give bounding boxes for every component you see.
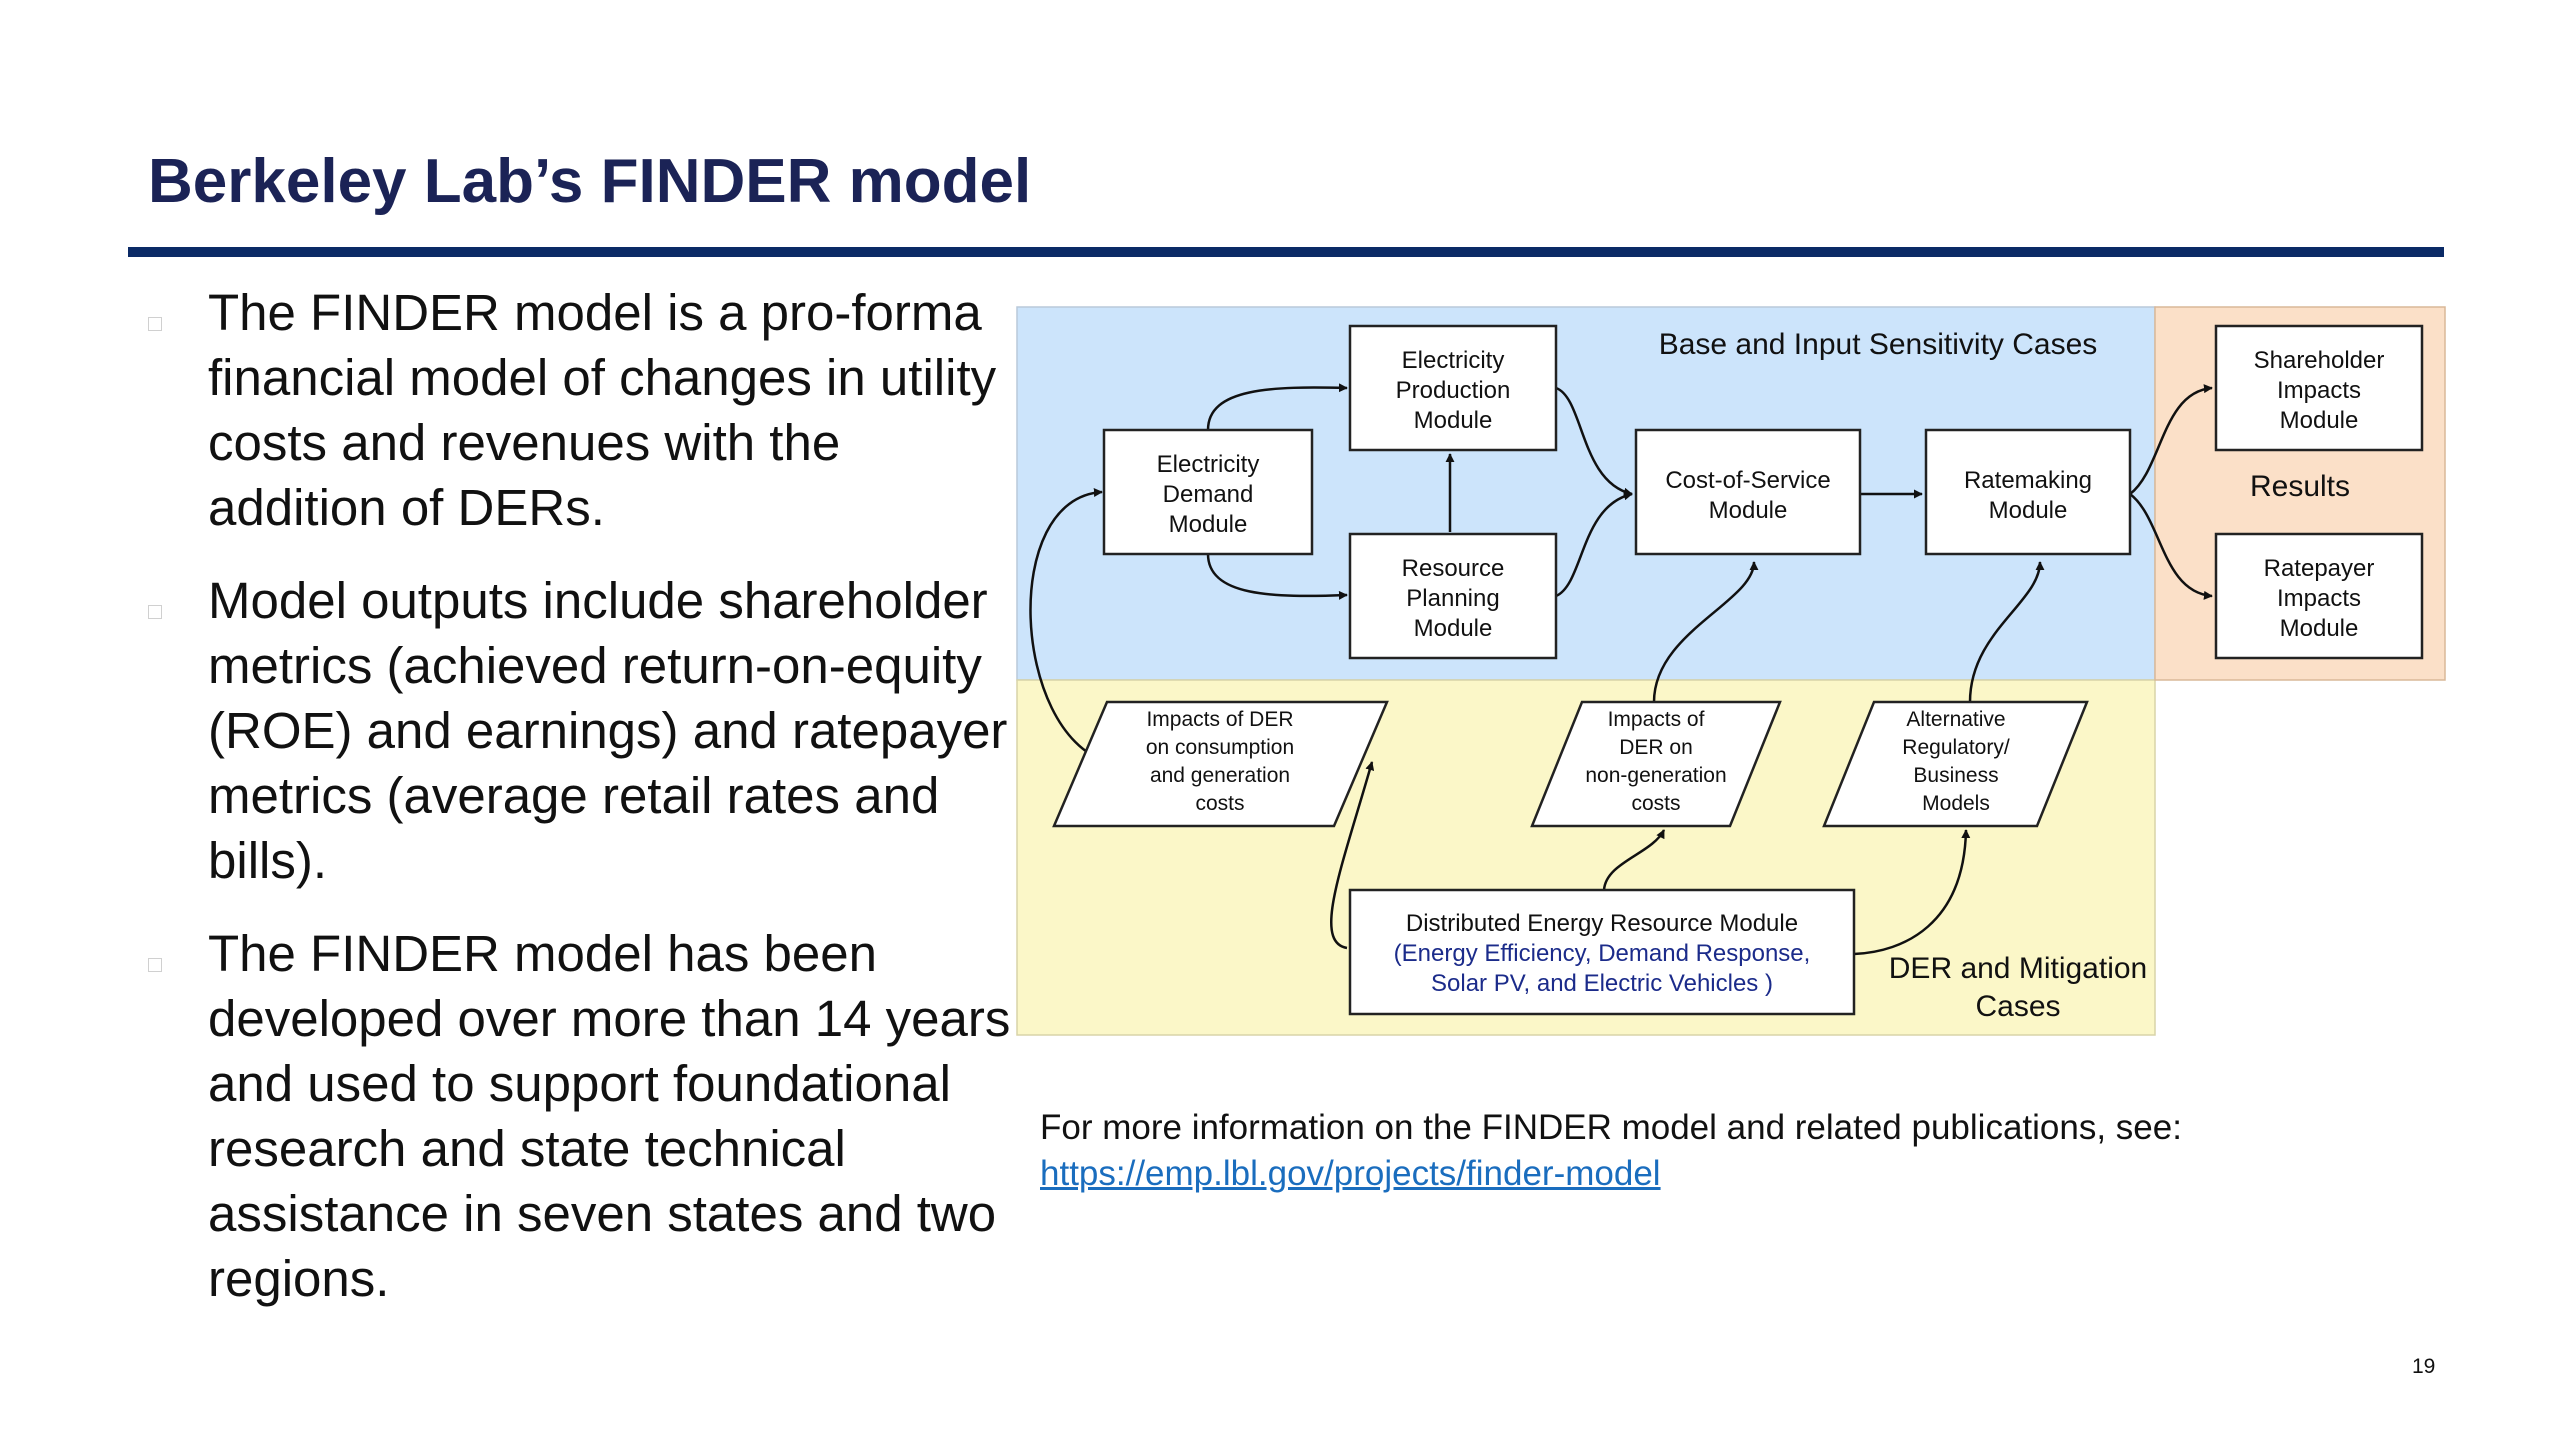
box-label: costs: [1195, 792, 1244, 815]
arrow-demand-production: [1206, 383, 1348, 431]
bullet-list: The FINDER model is a pro-forma financia…: [148, 280, 1018, 1339]
box-label: Impacts of: [1608, 708, 1705, 731]
title-divider: [128, 247, 2444, 257]
arrow-alt-ratemaking: [1968, 561, 2045, 703]
distributed-energy-resource-module: Distributed Energy Resource Module (Ener…: [1348, 888, 1856, 1016]
bullet-marker-icon: [148, 317, 162, 331]
box-label: Impacts: [2277, 585, 2361, 612]
box-label: Impacts of DER: [1146, 708, 1293, 731]
electricity-production-module: Electricity Production Module: [1348, 324, 1558, 452]
box-label: Impacts: [2277, 377, 2361, 404]
finder-model-link[interactable]: https://emp.lbl.gov/projects/finder-mode…: [1040, 1154, 1661, 1193]
box-label: Electricity: [1157, 451, 1260, 478]
bullet-item: Model outputs include shareholder metric…: [148, 568, 1018, 893]
arrow-der-nongen: [1602, 829, 1666, 891]
footnote: For more information on the FINDER model…: [1040, 1105, 2182, 1197]
der-cases-label-line2: Cases: [1975, 990, 2060, 1023]
shareholder-impacts-module: Shareholder Impacts Module: [2214, 324, 2424, 452]
impacts-consumption-input: Impacts of DER on consumption and genera…: [1052, 700, 1389, 828]
bullet-marker-icon: [148, 958, 162, 972]
box-label: costs: [1631, 792, 1680, 815]
arrow-ratemaking-ratepayer: [2129, 493, 2213, 600]
finder-flow-diagram: Base and Input Sensitivity Cases Results…: [1016, 306, 2446, 1036]
box-label: Module: [1709, 497, 1788, 524]
cost-of-service-module: Cost-of-Service Module: [1634, 428, 1862, 556]
bullet-item: The FINDER model has been developed over…: [148, 921, 1018, 1311]
box-label: Models: [1922, 792, 1990, 815]
arrow-consumption-demand: [1029, 488, 1108, 764]
box-label: DER on: [1619, 736, 1693, 759]
box-label: and generation: [1150, 764, 1290, 787]
box-label: (Energy Efficiency, Demand Response,: [1394, 940, 1811, 967]
bullet-text: Model outputs include shareholder metric…: [208, 572, 1008, 889]
slide-title: Berkeley Lab’s FINDER model: [148, 147, 1032, 216]
base-cases-label: Base and Input Sensitivity Cases: [1659, 328, 2098, 361]
box-label: Demand: [1163, 481, 1254, 508]
box-label: Ratepayer: [2264, 555, 2375, 582]
box-label: on consumption: [1146, 736, 1294, 759]
box-label: Module: [2280, 615, 2359, 642]
bullet-text: The FINDER model is a pro-forma financia…: [208, 284, 997, 536]
arrow-der-alt: [1853, 829, 1971, 956]
box-label: Module: [1169, 511, 1248, 538]
footnote-text: For more information on the FINDER model…: [1040, 1108, 2182, 1147]
arrow-demand-planning: [1206, 553, 1348, 600]
results-label: Results: [2250, 470, 2350, 503]
box-label: Module: [2280, 407, 2359, 434]
box-label: Cost-of-Service: [1665, 467, 1830, 494]
der-cases-label-line1: DER and Mitigation: [1889, 952, 2147, 985]
box-label: Alternative: [1906, 708, 2005, 731]
alternative-models-input: Alternative Regulatory/ Business Models: [1822, 700, 2089, 828]
ratemaking-module: Ratemaking Module: [1924, 428, 2132, 556]
resource-planning-module: Resource Planning Module: [1348, 532, 1558, 660]
bullet-text: The FINDER model has been developed over…: [208, 925, 1011, 1307]
bullet-item: The FINDER model is a pro-forma financia…: [148, 280, 1018, 540]
box-label: Solar PV, and Electric Vehicles ): [1431, 970, 1773, 997]
box-label: Module: [1414, 407, 1493, 434]
box-label: Production: [1396, 377, 1511, 404]
page-number: 19: [2412, 1355, 2436, 1378]
arrow-production-cos: [1555, 386, 1633, 497]
electricity-demand-module: Electricity Demand Module: [1102, 428, 1314, 556]
box-label: Distributed Energy Resource Module: [1406, 910, 1798, 937]
box-label: Electricity: [1402, 347, 1505, 374]
impacts-nongeneration-input: Impacts of DER on non-generation costs: [1530, 700, 1782, 828]
box-label: Shareholder: [2254, 347, 2385, 374]
box-label: Regulatory/: [1902, 736, 2010, 759]
box-label: Resource: [1402, 555, 1505, 582]
arrow-planning-cos: [1555, 491, 1633, 598]
arrow-der-consumption: [1329, 761, 1375, 950]
box-label: Planning: [1406, 585, 1499, 612]
box-label: Module: [1989, 497, 2068, 524]
arrow-nongen-cos: [1652, 561, 1759, 703]
ratepayer-impacts-module: Ratepayer Impacts Module: [2214, 532, 2424, 660]
bullet-marker-icon: [148, 605, 162, 619]
box-label: Business: [1913, 764, 1998, 787]
box-label: Ratemaking: [1964, 467, 2092, 494]
arrow-ratemaking-shareholder: [2129, 384, 2213, 495]
box-label: non-generation: [1585, 764, 1726, 787]
box-label: Module: [1414, 615, 1493, 642]
